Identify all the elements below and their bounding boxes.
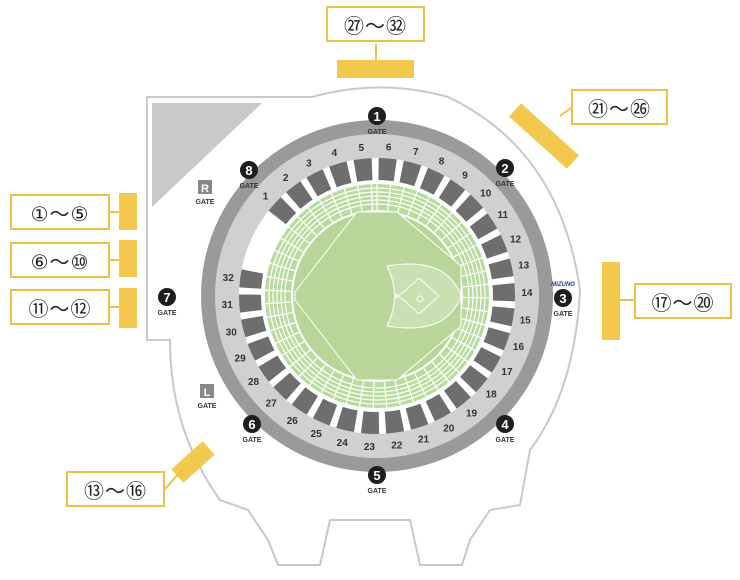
section-number-10: 10 [480,189,492,200]
section-number-11: 11 [497,210,508,221]
entry-bar-left-1 [119,193,137,230]
section-number-22: 22 [391,441,403,452]
section-number-18: 18 [486,389,498,400]
callout-upper-right[interactable]: ㉑～㉖ [571,89,668,125]
section-number-9: 9 [462,171,468,182]
gate-6-label: GATE [243,437,262,444]
callout-left-3[interactable]: ⑪～⑫ [10,289,110,325]
section-number-16: 16 [513,342,525,353]
section-number-12: 12 [510,234,522,245]
section-number-31: 31 [222,300,234,311]
section-number-8: 8 [439,157,445,168]
entry-bar-left-2 [119,240,137,277]
callout-left-2[interactable]: ⑥～⑩ [10,242,110,278]
section-number-29: 29 [235,353,247,364]
section-number-5: 5 [358,143,364,154]
gate-4-number: 4 [501,417,509,432]
section-number-20: 20 [443,424,455,435]
section-number-24: 24 [337,438,349,449]
section-number-26: 26 [287,416,299,427]
callout-right[interactable]: ⑰～⑳ [634,283,732,319]
side-gate-R-label: GATE [196,199,215,206]
section-number-30: 30 [226,327,238,338]
baseball-field [293,212,461,380]
section-number-13: 13 [518,261,530,272]
section-number-27: 27 [266,398,278,409]
gate-1-label: GATE [368,129,387,136]
gate-5-label: GATE [368,488,387,495]
gate-4-label: GATE [496,437,515,444]
entry-bar-top [337,60,414,78]
gate-3-label: GATE [554,311,573,318]
gate-3-number: 3 [559,291,566,306]
side-gate-R-letter: R [201,183,209,195]
gate-7-number: 7 [163,290,170,305]
sponsor-logo: MIZUNO [551,282,575,288]
section-number-28: 28 [248,377,260,388]
section-number-17: 17 [501,367,513,378]
section-number-23: 23 [364,442,376,453]
callout-left-1[interactable]: ①～⑤ [10,194,110,230]
section-number-2: 2 [283,173,289,184]
section-number-14: 14 [521,288,533,299]
gate-6-number: 6 [248,417,255,432]
section-number-25: 25 [311,429,323,440]
section-block-6 [378,158,396,181]
section-number-19: 19 [466,408,478,419]
section-block-23 [361,411,379,434]
section-number-32: 32 [223,273,235,284]
side-gate-L-label: GATE [198,403,217,410]
side-gate-L-letter: L [204,387,211,399]
section-block-14 [492,283,515,301]
gate-8-number: 8 [245,163,252,178]
section-number-4: 4 [332,148,338,159]
gate-2-label: GATE [496,181,515,188]
section-number-1: 1 [263,192,269,203]
gate-1-number: 1 [373,109,380,124]
gate-7-label: GATE [158,310,177,317]
gate-5-number: 5 [373,468,380,483]
section-number-21: 21 [418,435,430,446]
section-block-31 [239,294,262,312]
gate-2-number: 2 [501,161,508,176]
entry-bar-left-3 [119,288,137,328]
callout-top[interactable]: ㉗～㉜ [326,6,425,42]
entry-bar-right [602,262,620,340]
section-number-6: 6 [386,142,392,153]
section-number-15: 15 [520,315,532,326]
gate-8-label: GATE [240,183,259,190]
section-number-3: 3 [306,158,312,169]
callout-bottom-left[interactable]: ⑬～⑯ [66,471,165,507]
section-number-7: 7 [413,147,419,158]
